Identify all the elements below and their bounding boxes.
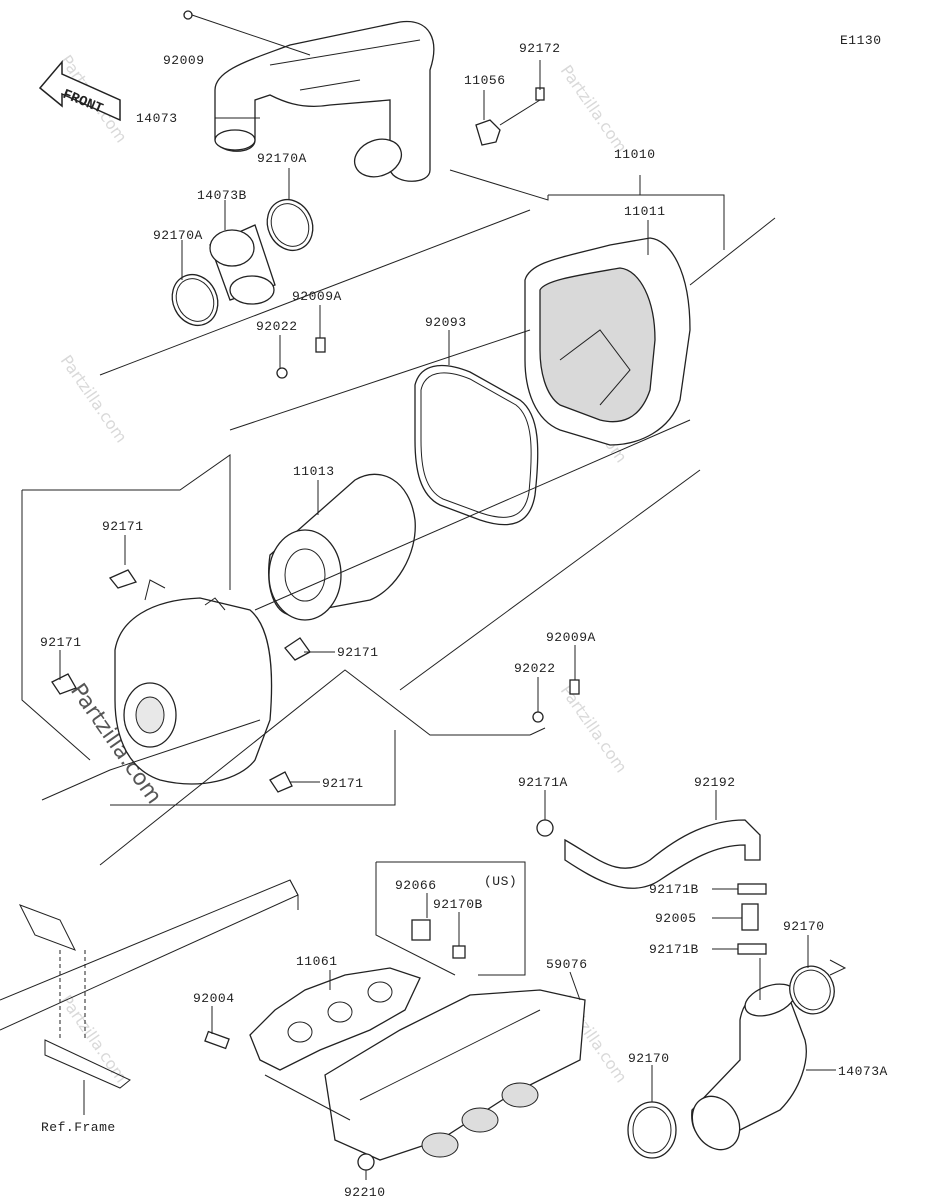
label-14073B[interactable]: 14073B — [197, 188, 247, 203]
label-92172[interactable]: 92172 — [519, 41, 561, 56]
seal-92093 — [414, 364, 539, 526]
part-labels: 92009 14073 92170A 14073B 92170A 11056 9… — [40, 41, 888, 1200]
stud-92004 — [204, 1030, 230, 1050]
washer-92022-middle — [532, 711, 544, 723]
label-92170A-top[interactable]: 92170A — [257, 151, 307, 166]
diagram-code: E1130 — [840, 33, 882, 48]
label-92009A-top[interactable]: 92009A — [292, 289, 342, 304]
joint-92005 — [741, 903, 759, 931]
intake-hose-14073A — [691, 983, 807, 1151]
clamp-92171A — [536, 819, 554, 837]
clip-92171-d — [269, 771, 293, 793]
label-92170B[interactable]: 92170B — [433, 897, 483, 912]
label-11061[interactable]: 11061 — [296, 954, 338, 969]
clamp-92171B-top — [737, 883, 767, 895]
label-14073[interactable]: 14073 — [136, 111, 178, 126]
bracket-11056 — [475, 119, 501, 146]
label-92171B-top[interactable]: 92171B — [649, 882, 699, 897]
label-14073A[interactable]: 14073A — [838, 1064, 888, 1079]
watermark-text: Partzilla.com — [557, 681, 631, 776]
label-92171B-bottom[interactable]: 92171B — [649, 942, 699, 957]
air-cleaner-case-11011 — [524, 237, 691, 446]
label-92171-d[interactable]: 92171 — [322, 776, 364, 791]
label-11010[interactable]: 11010 — [614, 147, 656, 162]
label-92210[interactable]: 92210 — [344, 1185, 386, 1200]
intake-manifold-59076 — [324, 989, 586, 1161]
label-92022-top[interactable]: 92022 — [256, 319, 298, 334]
label-11011[interactable]: 11011 — [624, 204, 666, 219]
label-92009[interactable]: 92009 — [163, 53, 205, 68]
label-us: (US) — [484, 874, 517, 889]
label-11056[interactable]: 11056 — [464, 73, 506, 88]
clamp-92170A-lower — [171, 274, 219, 326]
label-92093[interactable]: 92093 — [425, 315, 467, 330]
clamp-92171B-bottom — [737, 943, 767, 955]
watermark-text: Partzilla.com — [57, 991, 131, 1086]
clamp-92170-right — [789, 965, 835, 1015]
label-92171-b[interactable]: 92171 — [337, 645, 379, 660]
clamp-92170-bottom — [627, 1101, 677, 1159]
label-92171-c[interactable]: 92171 — [40, 635, 82, 650]
label-92066[interactable]: 92066 — [395, 878, 437, 893]
washer-92022-upper — [276, 367, 288, 379]
label-92170A-left[interactable]: 92170A — [153, 228, 203, 243]
label-92004[interactable]: 92004 — [193, 991, 235, 1006]
label-92171A[interactable]: 92171A — [518, 775, 568, 790]
us-parts-box — [375, 861, 526, 976]
clip-92171-a — [108, 569, 138, 589]
label-92170-right[interactable]: 92170 — [783, 919, 825, 934]
label-ref-frame: Ref.Frame — [41, 1120, 116, 1135]
label-92022-middle[interactable]: 92022 — [514, 661, 556, 676]
clamp-92170B — [452, 945, 466, 959]
cap-92066 — [411, 919, 431, 941]
gasket-11061 — [249, 967, 421, 1071]
watermark-text: Partzilla.com — [557, 61, 631, 156]
label-92192[interactable]: 92192 — [694, 775, 736, 790]
watermark-text: Partzilla.com — [57, 351, 131, 446]
label-92170-bottom[interactable]: 92170 — [628, 1051, 670, 1066]
filter-element-11013 — [268, 473, 416, 621]
clip-92171-b — [284, 637, 311, 661]
air-cleaner-cover — [114, 579, 273, 785]
bolt-92009A-upper — [315, 337, 326, 353]
breather-hose-92192 — [564, 819, 761, 889]
hose-14073B — [209, 224, 276, 305]
reference-frame — [0, 879, 299, 1089]
intake-duct-14073 — [214, 20, 435, 182]
label-92005[interactable]: 92005 — [655, 911, 697, 926]
label-11013[interactable]: 11013 — [293, 464, 335, 479]
leader-lines — [21, 60, 847, 1180]
clip-92171-c — [51, 673, 77, 695]
nut-92210 — [357, 1153, 375, 1171]
bolt-92009 — [183, 10, 311, 56]
label-92171-a[interactable]: 92171 — [102, 519, 144, 534]
bolt-92009A-middle — [569, 679, 580, 695]
label-59076[interactable]: 59076 — [546, 957, 588, 972]
bolt-92172 — [499, 87, 545, 126]
clamp-92170A-upper — [266, 199, 314, 251]
label-92009A-middle[interactable]: 92009A — [546, 630, 596, 645]
